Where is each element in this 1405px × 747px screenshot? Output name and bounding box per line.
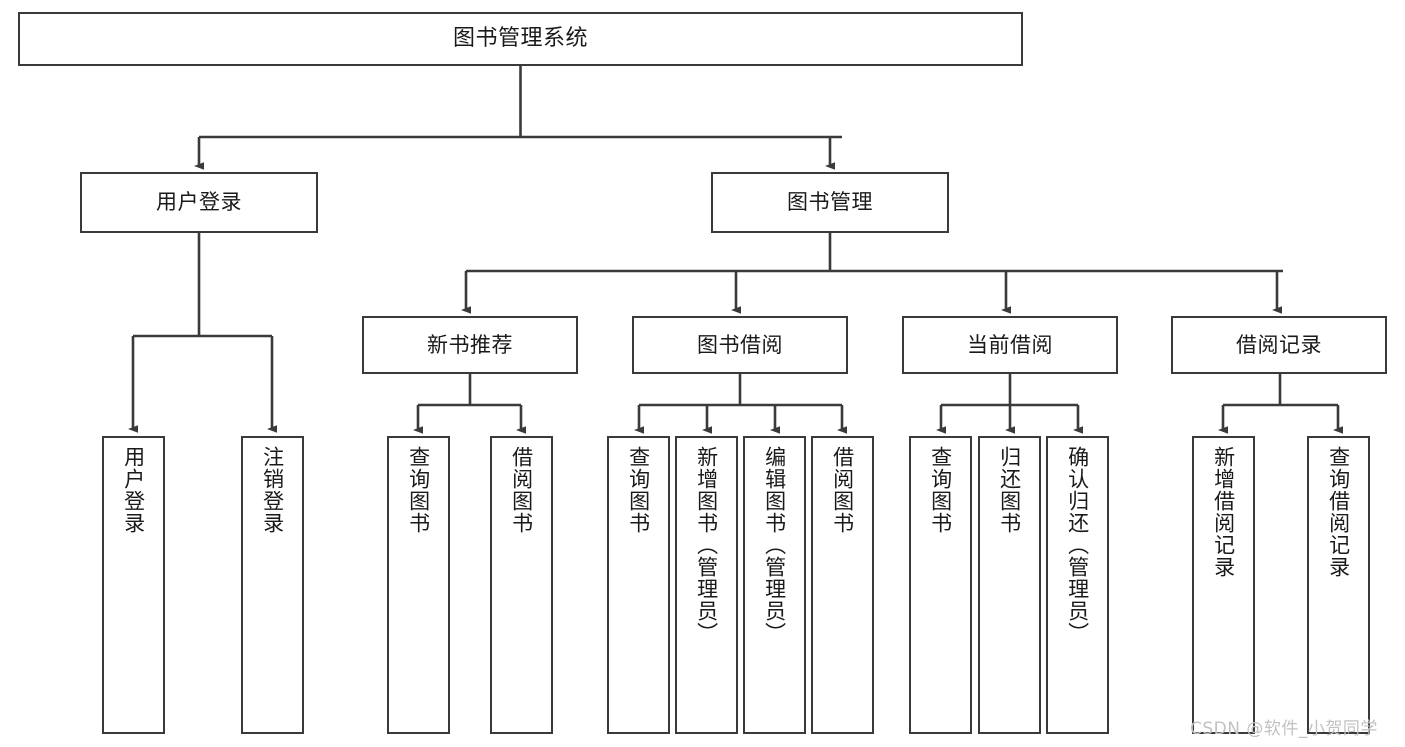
node-leaf-query-book-borrow[interactable]: 查询图书 xyxy=(607,436,670,734)
node-leaf-query-book-new-label: 查询图书 xyxy=(406,446,431,534)
node-leaf-edit-book-admin[interactable]: 编辑图书（管理员） xyxy=(743,436,806,734)
node-leaf-query-book-borrow-label: 查询图书 xyxy=(626,446,651,534)
node-leaf-logout-label: 注销登录 xyxy=(260,446,285,534)
node-root-system[interactable]: 图书管理系统 xyxy=(18,12,1023,66)
node-leaf-add-book-admin-label: 新增图书（管理员） xyxy=(694,446,719,644)
node-book-borrow[interactable]: 图书借阅 xyxy=(632,316,848,374)
node-leaf-add-borrow-record[interactable]: 新增借阅记录 xyxy=(1192,436,1255,734)
node-leaf-confirm-return-admin-label: 确认归还（管理员） xyxy=(1065,446,1090,644)
node-current-borrow[interactable]: 当前借阅 xyxy=(902,316,1118,374)
node-leaf-query-borrow-record[interactable]: 查询借阅记录 xyxy=(1307,436,1370,734)
node-leaf-query-book-current-label: 查询图书 xyxy=(928,446,953,534)
node-new-book-recommend-label: 新书推荐 xyxy=(427,332,513,357)
node-leaf-borrow-book-new[interactable]: 借阅图书 xyxy=(490,436,553,734)
node-leaf-return-book[interactable]: 归还图书 xyxy=(978,436,1041,734)
node-leaf-query-book-current[interactable]: 查询图书 xyxy=(909,436,972,734)
node-leaf-edit-book-admin-label: 编辑图书（管理员） xyxy=(762,446,787,644)
node-leaf-logout[interactable]: 注销登录 xyxy=(241,436,304,734)
node-user-login-label: 用户登录 xyxy=(156,190,242,215)
node-current-borrow-label: 当前借阅 xyxy=(967,332,1053,357)
node-leaf-user-login[interactable]: 用户登录 xyxy=(102,436,165,734)
node-borrow-record-label: 借阅记录 xyxy=(1236,332,1322,357)
node-leaf-add-borrow-record-label: 新增借阅记录 xyxy=(1211,446,1236,578)
node-leaf-query-borrow-record-label: 查询借阅记录 xyxy=(1326,446,1351,578)
node-book-borrow-label: 图书借阅 xyxy=(697,332,783,357)
node-leaf-add-book-admin[interactable]: 新增图书（管理员） xyxy=(675,436,738,734)
node-book-manage-label: 图书管理 xyxy=(787,190,873,215)
node-leaf-confirm-return-admin[interactable]: 确认归还（管理员） xyxy=(1046,436,1109,734)
node-book-manage[interactable]: 图书管理 xyxy=(711,172,949,233)
node-root-system-label: 图书管理系统 xyxy=(452,26,588,52)
node-new-book-recommend[interactable]: 新书推荐 xyxy=(362,316,578,374)
node-leaf-borrow-book-label: 借阅图书 xyxy=(830,446,855,534)
node-leaf-user-login-label: 用户登录 xyxy=(121,446,146,534)
node-borrow-record[interactable]: 借阅记录 xyxy=(1171,316,1387,374)
node-leaf-query-book-new[interactable]: 查询图书 xyxy=(387,436,450,734)
node-leaf-borrow-book[interactable]: 借阅图书 xyxy=(811,436,874,734)
node-leaf-borrow-book-new-label: 借阅图书 xyxy=(509,446,534,534)
node-user-login[interactable]: 用户登录 xyxy=(80,172,318,233)
node-leaf-return-book-label: 归还图书 xyxy=(997,446,1022,534)
